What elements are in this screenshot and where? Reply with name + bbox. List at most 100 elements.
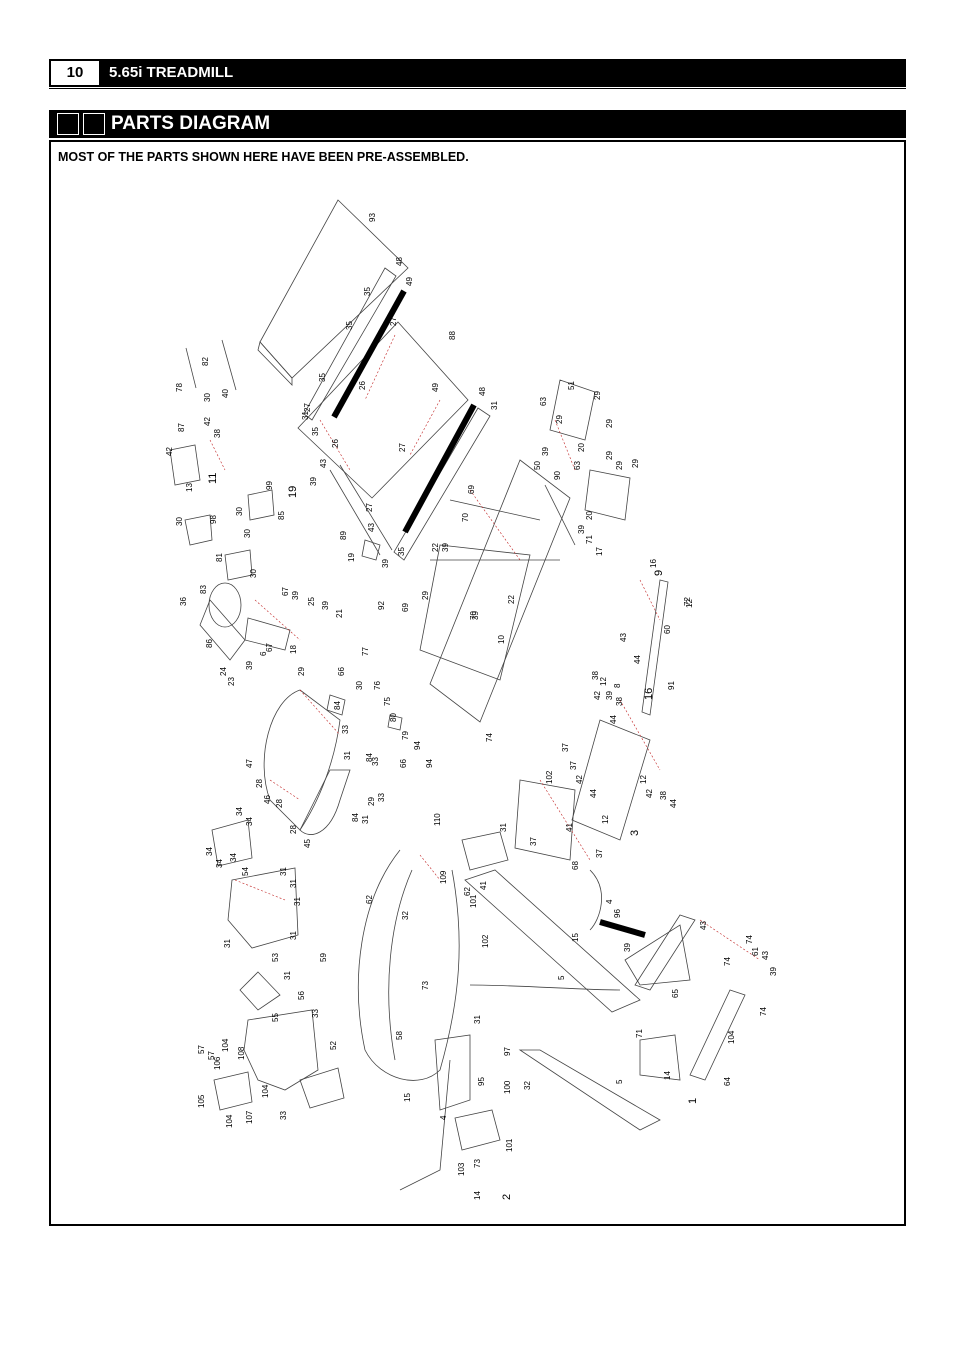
part-callout: 15 (571, 933, 580, 942)
part-callout: 31 (283, 971, 292, 980)
part-callout: 31 (490, 401, 499, 410)
part-callout: 94 (425, 759, 434, 768)
part-callout: 27 (389, 317, 398, 326)
document-title: 5.65i TREADMILL (109, 64, 234, 81)
part-callout: 106 (213, 1056, 222, 1070)
part-callout: 41 (565, 823, 574, 832)
part-callout: 31 (361, 815, 370, 824)
part-callout: 62 (365, 895, 374, 904)
part-callout: 65 (671, 989, 680, 998)
part-callout: 21 (335, 609, 344, 618)
part-callout: 19 (287, 486, 299, 498)
part-callout: 58 (395, 1031, 404, 1040)
part-callout: 35 (318, 373, 327, 382)
section-marker-box (83, 113, 105, 135)
part-callout: 66 (399, 759, 408, 768)
part-callout: 33 (279, 1111, 288, 1120)
part-callout: 20 (585, 511, 594, 520)
part-callout: 57 (197, 1045, 206, 1054)
console-bracket (211, 819, 253, 867)
part-callout: 96 (613, 909, 622, 918)
part-callout: 74 (759, 1007, 768, 1016)
part-callout: 39 (577, 525, 586, 534)
main-frame (429, 459, 571, 723)
part-callout: 13 (185, 483, 194, 492)
part-callout: 30 (235, 507, 244, 516)
part-callout: 22 (431, 543, 440, 552)
part-callout: 29 (593, 391, 602, 400)
part-callout: 8 (613, 683, 622, 688)
part-callout: 1 (687, 1098, 699, 1104)
console-display (227, 867, 299, 949)
part-callout: 105 (197, 1094, 206, 1108)
part-callout: 50 (533, 461, 542, 470)
part-callout: 28 (255, 779, 264, 788)
part-callout: 109 (439, 870, 448, 884)
part-callout: 75 (383, 697, 392, 706)
part-callout: 31 (499, 823, 508, 832)
part-callout: 34 (205, 847, 214, 856)
part-callout: 43 (761, 951, 770, 960)
part-callout: 17 (595, 547, 604, 556)
part-callout: 70 (469, 611, 478, 620)
part-callout: 83 (199, 585, 208, 594)
side-rail (303, 267, 397, 421)
part-callout: 67 (265, 643, 274, 652)
part-callout: 84 (333, 701, 342, 710)
part-callout: 29 (367, 797, 376, 806)
part-callout: 33 (377, 793, 386, 802)
part-callout: 66 (337, 667, 346, 676)
part-callout: 31 (289, 879, 298, 888)
part-callout: 33 (371, 757, 380, 766)
part-callout: 35 (363, 287, 372, 296)
part-callout: 30 (203, 393, 212, 402)
part-callout: 34 (215, 859, 224, 868)
part-callout: 35 (397, 547, 406, 556)
part-callout: 104 (221, 1038, 230, 1052)
part-callout: 76 (373, 681, 382, 690)
part-callout: 49 (431, 383, 440, 392)
base-frame (689, 989, 746, 1081)
part-callout: 60 (663, 625, 672, 634)
upright-right (518, 1049, 661, 1131)
part-callout: 33 (311, 1009, 320, 1018)
part-callout: 11 (207, 473, 219, 484)
part-callout: 31 (473, 1015, 482, 1024)
part-callout: 35 (345, 321, 354, 330)
part-callout: 84 (365, 753, 374, 762)
part-callout: 12 (601, 815, 610, 824)
part-callout: 39 (381, 559, 390, 568)
part-callout: 70 (461, 513, 470, 522)
part-callout: 39 (291, 591, 300, 600)
part-callout: 48 (395, 257, 404, 266)
part-callout: 84 (351, 813, 360, 822)
part-callout: 14 (663, 1071, 672, 1080)
part-callout: 61 (751, 947, 760, 956)
part-callout: 4 (605, 899, 614, 904)
header-rule (49, 88, 906, 89)
part-callout: 56 (297, 991, 306, 1000)
part-callout: 27 (303, 403, 312, 412)
page-number: 10 (51, 61, 99, 85)
part-callout: 15 (403, 1093, 412, 1102)
part-callout: 43 (319, 459, 328, 468)
part-callout: 87 (177, 423, 186, 432)
part-callout: 78 (175, 383, 184, 392)
part-callout: 28 (289, 825, 298, 834)
part-callout: 31 (279, 867, 288, 876)
part-callout: 14 (473, 1191, 482, 1200)
part-callout: 45 (303, 839, 312, 848)
part-callout: 64 (723, 1077, 732, 1086)
leader-lines (209, 334, 761, 961)
part-callout: 42 (575, 775, 584, 784)
part-callout: 44 (609, 715, 618, 724)
part-callout: 72 (683, 597, 692, 606)
part-callout: 37 (595, 849, 604, 858)
part-callout: 28 (275, 799, 284, 808)
part-callout: 51 (567, 381, 576, 390)
part-callout: 27 (398, 443, 407, 452)
part-callout: 30 (249, 569, 258, 578)
part-callout: 104 (225, 1114, 234, 1128)
